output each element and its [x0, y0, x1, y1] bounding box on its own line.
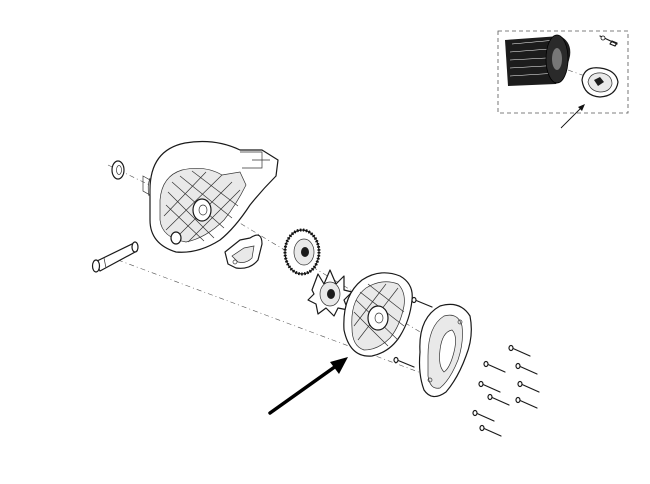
screw	[479, 424, 502, 437]
gasket-plate	[418, 303, 472, 398]
brush-roll	[505, 34, 571, 86]
small-tool	[599, 35, 618, 47]
gearbox-housing	[142, 140, 279, 253]
screw	[487, 393, 510, 406]
inset-end-cap	[567, 67, 619, 98]
screw	[472, 409, 495, 422]
screw	[517, 380, 540, 393]
screw	[478, 380, 501, 393]
main-arrow	[268, 357, 348, 415]
drive-cog	[307, 269, 353, 317]
brush-roll-inset	[497, 30, 629, 129]
bracket-plate	[224, 234, 263, 269]
washer	[111, 160, 125, 180]
screw	[411, 296, 433, 308]
screw	[515, 362, 538, 375]
cover-plate	[343, 272, 413, 357]
axle-pin	[91, 241, 139, 273]
inset-arrow	[560, 104, 585, 129]
screw	[508, 344, 531, 357]
screw	[515, 396, 538, 409]
screws	[393, 296, 540, 437]
screw	[483, 360, 506, 373]
spur-gear	[283, 228, 321, 276]
screw	[393, 356, 415, 368]
